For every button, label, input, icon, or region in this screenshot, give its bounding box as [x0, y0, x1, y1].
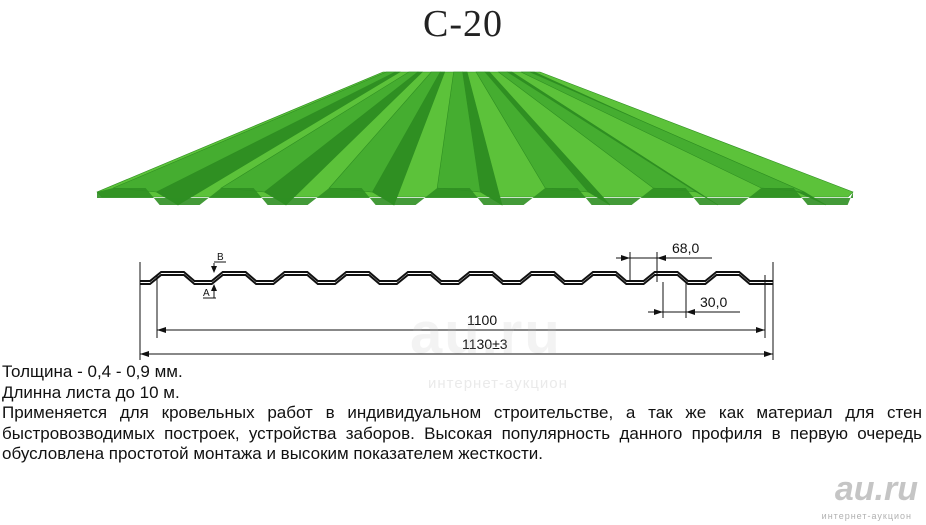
spec-thickness: Толщина - 0,4 - 0,9 мм. [2, 362, 183, 381]
sheet-rib-face [497, 71, 697, 193]
sheet-rib-face [475, 71, 590, 193]
dim-68: 68,0 [672, 240, 699, 256]
specifications: Толщина - 0,4 - 0,9 мм. Длинна листа до … [2, 362, 922, 465]
sheet-rib-face [436, 71, 481, 193]
profile-outline [140, 271, 773, 282]
dim-1100: 1100 [467, 312, 497, 328]
label-a: A [203, 288, 210, 299]
sheet-rib-face [113, 71, 396, 193]
spec-length: Длинна листа до 10 м. [2, 382, 180, 402]
spec-description: Применяется для кровельных работ в индив… [2, 403, 922, 463]
sheet-rib-face [220, 71, 419, 193]
page-title: С-20 [423, 3, 503, 45]
profile-outline [140, 274, 773, 285]
profile-line [140, 271, 773, 285]
corner-tagline: интернет-аукцион [821, 511, 912, 521]
sheet-edge [97, 188, 853, 205]
sheet-rib-face [520, 71, 805, 193]
corner-logo: au.ru [834, 470, 918, 508]
watermark-logo: au.ru [410, 301, 562, 366]
dim-30: 30,0 [700, 294, 727, 310]
dim-1130: 1130±3 [462, 336, 508, 352]
cross-section-drawing: B A 68,0 30,0 1100 1130±3 [139, 240, 774, 360]
sheet-rib-face [328, 71, 441, 193]
watermark-tagline: интернет-аукцион [428, 375, 568, 392]
label-b: B [217, 252, 224, 263]
corrugated-sheet-illustration [96, 71, 854, 206]
